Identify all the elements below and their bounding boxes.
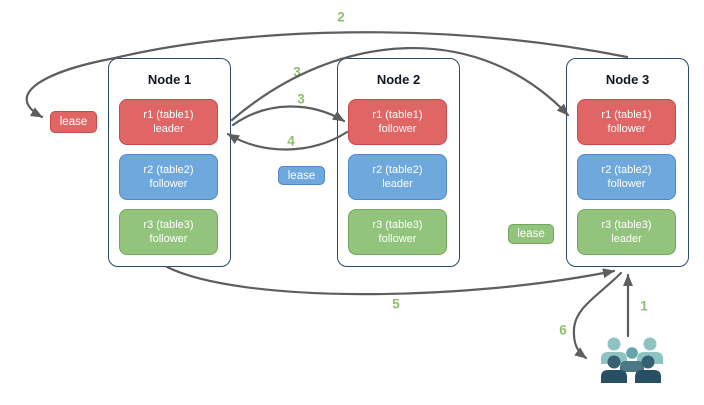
replica-range: r3 (table3) [601,218,652,231]
replica-role: leader [611,233,642,245]
replica-role: follower [607,178,646,190]
replica-range: r3 (table3) [372,218,423,231]
node-3-title: Node 3 [605,72,650,87]
step-label-3a: 3 [293,64,301,80]
node-1-box: Node 1 r1 (table1) leader r2 (table2) fo… [108,58,231,267]
replica-role: follower [149,233,188,245]
node-2-replica-r3: r3 (table3) follower [348,209,447,255]
node-1-replica-r2: r2 (table2) follower [119,154,218,200]
step-label-2: 2 [337,9,345,25]
replica-role: leader [153,123,184,135]
node-1-title: Node 1 [147,72,192,87]
node-3-replica-r1: r1 (table1) follower [577,99,676,145]
node-2-title: Node 2 [376,72,421,87]
replica-role: follower [378,123,417,135]
arrow-step-5-node1-to-node3 [165,265,616,296]
step-label-6: 6 [559,322,567,338]
node-2-box: Node 2 r1 (table1) follower r2 (table2) … [337,58,460,267]
replica-range: r2 (table2) [143,163,194,176]
replica-role: follower [378,233,417,245]
node-1-replica-r3: r3 (table3) follower [119,209,218,255]
node-3-replica-r3: r3 (table3) leader [577,209,676,255]
lease-badge-table1: lease [50,111,97,133]
step-label-5: 5 [392,296,400,312]
replica-range: r2 (table2) [372,163,423,176]
replica-range: r1 (table1) [372,108,423,121]
users-group-icon [601,337,663,383]
replica-range: r1 (table1) [143,108,194,121]
lease-badge-table3: lease [508,224,554,244]
replica-role: follower [149,178,188,190]
replica-range: r1 (table1) [601,108,652,121]
step-label-3b: 3 [297,91,305,107]
replica-role: follower [607,123,646,135]
replica-range: r3 (table3) [143,218,194,231]
replica-role: leader [382,178,413,190]
replica-range: r2 (table2) [601,163,652,176]
arrow-step-3-leader-to-node2 [231,105,346,127]
lease-badge-table2: lease [278,166,325,185]
node-3-replica-r2: r2 (table2) follower [577,154,676,200]
node-1-replica-r1: r1 (table1) leader [119,99,218,145]
step-label-4: 4 [287,133,295,149]
step-label-1: 1 [640,298,648,314]
node-2-replica-r2: r2 (table2) leader [348,154,447,200]
node-3-box: Node 3 r1 (table1) follower r2 (table2) … [566,58,689,267]
node-2-replica-r1: r1 (table1) follower [348,99,447,145]
